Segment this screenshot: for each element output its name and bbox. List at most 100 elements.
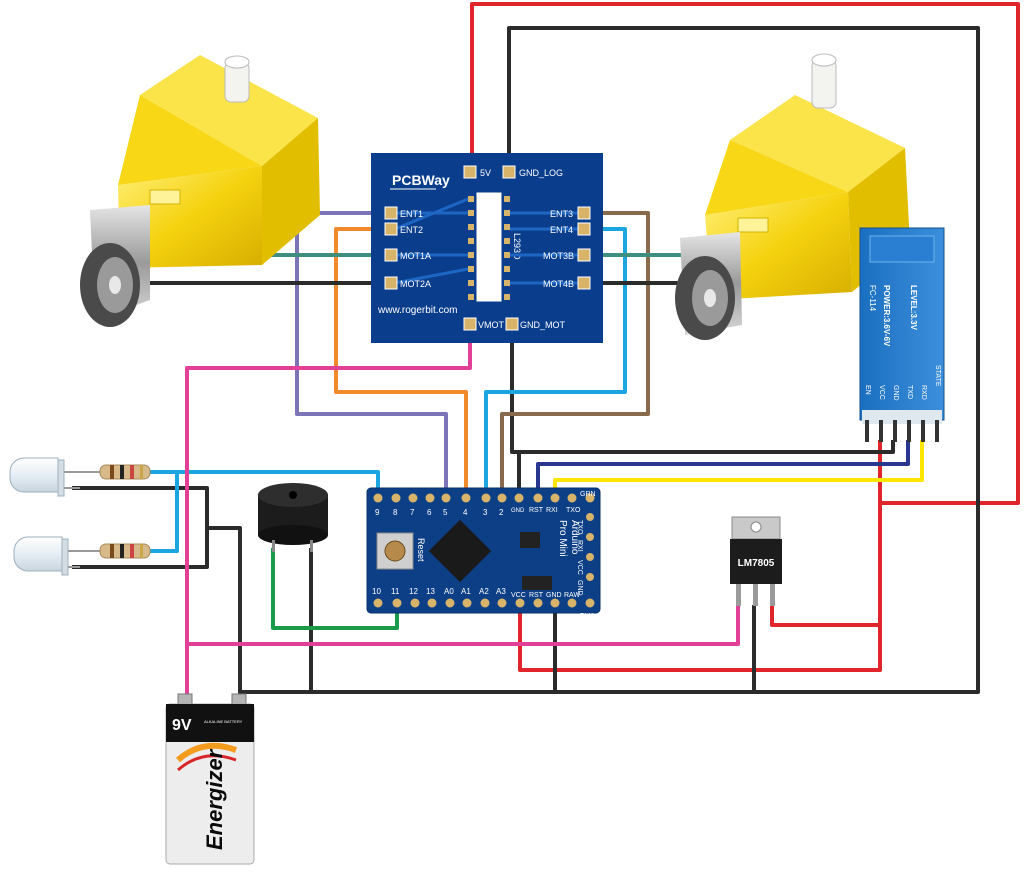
- battery-brand: Energizer: [202, 748, 227, 850]
- svg-text:10: 10: [372, 587, 381, 596]
- svg-text:MOT2A: MOT2A: [400, 279, 431, 289]
- pin-bottom-gnd: GND: [546, 592, 562, 608]
- pin-top-txo: TXO: [566, 493, 581, 514]
- svg-text:9: 9: [375, 508, 380, 517]
- svg-text:5: 5: [443, 508, 448, 517]
- driver-url: www.rogerbit.com: [377, 305, 457, 316]
- led-1: [9, 457, 100, 497]
- svg-text:12: 12: [409, 587, 418, 596]
- svg-text:RXI: RXI: [546, 507, 558, 514]
- driver-pad-5v: 5V: [463, 165, 491, 179]
- pin-bottom-12: 12: [409, 587, 420, 608]
- battery-type: ALKALINE BATTERY: [204, 719, 243, 724]
- led-2: [13, 536, 100, 576]
- wire-yellow-bt-rxd: [553, 440, 924, 500]
- svg-text:A1: A1: [461, 587, 471, 596]
- ic-pads: [468, 196, 510, 300]
- pin-top-7: 7: [408, 493, 418, 517]
- driver-pad-gnd-log: GND_LOG: [502, 165, 563, 179]
- bt-power: POWER:3.6V-6V: [882, 285, 891, 347]
- pin-top-5: 5: [441, 493, 451, 517]
- bluetooth-module: FC-114 POWER:3.6V-6V LEVEL:3.3V EN VCC G…: [859, 227, 945, 442]
- svg-text:8: 8: [393, 508, 398, 517]
- pin-right-vcc: VCC: [576, 553, 594, 575]
- pin-bottom-13: 13: [426, 587, 437, 608]
- pin-top-9: 9: [373, 493, 383, 517]
- wire-navy-bt-txd: [536, 440, 910, 500]
- bt-header-pins: [865, 420, 939, 442]
- bt-pin-state: STATE: [934, 365, 941, 387]
- lm7805-regulator: LM7805: [730, 516, 782, 606]
- wire-red-5v: [470, 2, 1020, 672]
- wire-blue-led2: [150, 472, 179, 553]
- svg-text:TXO: TXO: [566, 507, 581, 514]
- svg-text:GND: GND: [546, 592, 562, 599]
- pin-right-gnd: GND: [576, 573, 594, 596]
- wire-orange-ent2: [334, 227, 468, 500]
- bt-pin-txd: TXD: [906, 385, 913, 399]
- svg-text:TXO: TXO: [576, 520, 583, 535]
- pin-right-rxi: RXI: [576, 533, 594, 552]
- resistor-1: [99, 464, 151, 480]
- right-motor: [675, 53, 910, 340]
- svg-text:5V: 5V: [480, 168, 491, 178]
- arduino-bottom-pins: 10 11 12 13 A0 A1 A2 A3 VCC RST GND RAW …: [372, 587, 595, 620]
- svg-text:6: 6: [427, 508, 432, 517]
- bt-pin-labels: EN VCC GND TXD RXD STATE: [864, 365, 941, 401]
- pin-top-4: 4: [461, 493, 471, 517]
- svg-text:BLK: BLK: [580, 613, 594, 620]
- pin-right-txo: TXO: [576, 513, 594, 535]
- pin-top-rxi: RXI: [546, 493, 560, 514]
- wire-red-regulator-out: [770, 605, 880, 627]
- arduino-pro-mini: Reset Arduino Pro Mini 9 8 7 6 5 4 3 2 G…: [366, 487, 601, 620]
- driver-pad-gnd-mot: GND_MOT: [505, 317, 566, 331]
- driver-pad-mot4b: MOT4B: [543, 276, 591, 290]
- wires: [72, 2, 1020, 700]
- wire-blue-ent4: [484, 227, 627, 500]
- pin-top-gnd: GND: [511, 493, 525, 514]
- svg-text:RST: RST: [529, 507, 544, 514]
- svg-text:RXI: RXI: [576, 540, 583, 552]
- bt-pin-en: EN: [864, 385, 871, 395]
- svg-text:GND: GND: [576, 580, 583, 596]
- svg-text:MOT1A: MOT1A: [400, 251, 431, 261]
- driver-pad-mot3b: MOT3B: [543, 248, 591, 262]
- svg-text:VCC: VCC: [576, 560, 583, 575]
- svg-text:ENT4: ENT4: [550, 225, 573, 235]
- driver-pad-mot1a: MOT1A: [384, 248, 431, 262]
- pin-top-3: 3: [481, 493, 491, 517]
- pin-top-2: 2: [497, 493, 507, 517]
- svg-text:VCC: VCC: [511, 592, 526, 599]
- svg-text:ENT1: ENT1: [400, 209, 423, 219]
- bt-pin-rxd: RXD: [920, 385, 927, 400]
- battery-9v: 9V ALKALINE BATTERY Energizer: [165, 693, 255, 865]
- arduino-name: Arduino: [569, 520, 580, 555]
- svg-text:A0: A0: [444, 587, 454, 596]
- wire-brown-ent3: [500, 211, 650, 500]
- wire-black-gnd-mot: [510, 326, 895, 454]
- svg-text:13: 13: [426, 587, 435, 596]
- svg-text:VMOT: VMOT: [478, 320, 505, 330]
- pin-top-8: 8: [391, 493, 401, 517]
- driver-brand: PCBWay: [392, 172, 450, 188]
- pin-bottom-a3: A3: [496, 587, 507, 608]
- svg-text:RAW: RAW: [564, 592, 580, 599]
- pin-bottom-10: 10: [372, 587, 383, 608]
- battery-voltage: 9V: [172, 717, 192, 734]
- driver-pad-ent3: ENT3: [550, 206, 591, 220]
- pin-bottom-raw: RAW: [564, 592, 580, 608]
- wire-pink-regulator-in: [187, 605, 740, 646]
- arduino-model: Pro Mini: [557, 520, 568, 557]
- pin-bottom-rst: RST: [529, 592, 544, 608]
- arduino-right-pins: TXO RXI VCC GND: [576, 513, 594, 596]
- pcb-traces: [394, 197, 583, 285]
- arduino-top-pins: 9 8 7 6 5 4 3 2 GND RST RXI TXO GRN: [373, 491, 596, 517]
- pin-bottom-11: 11: [391, 587, 402, 608]
- pin-top-6: 6: [425, 493, 435, 517]
- pin-bottom-a0: A0: [444, 587, 455, 608]
- pin-bottom-vcc: VCC: [511, 592, 526, 608]
- svg-text:4: 4: [463, 508, 468, 517]
- driver-pad-vmot: VMOT: [463, 317, 505, 331]
